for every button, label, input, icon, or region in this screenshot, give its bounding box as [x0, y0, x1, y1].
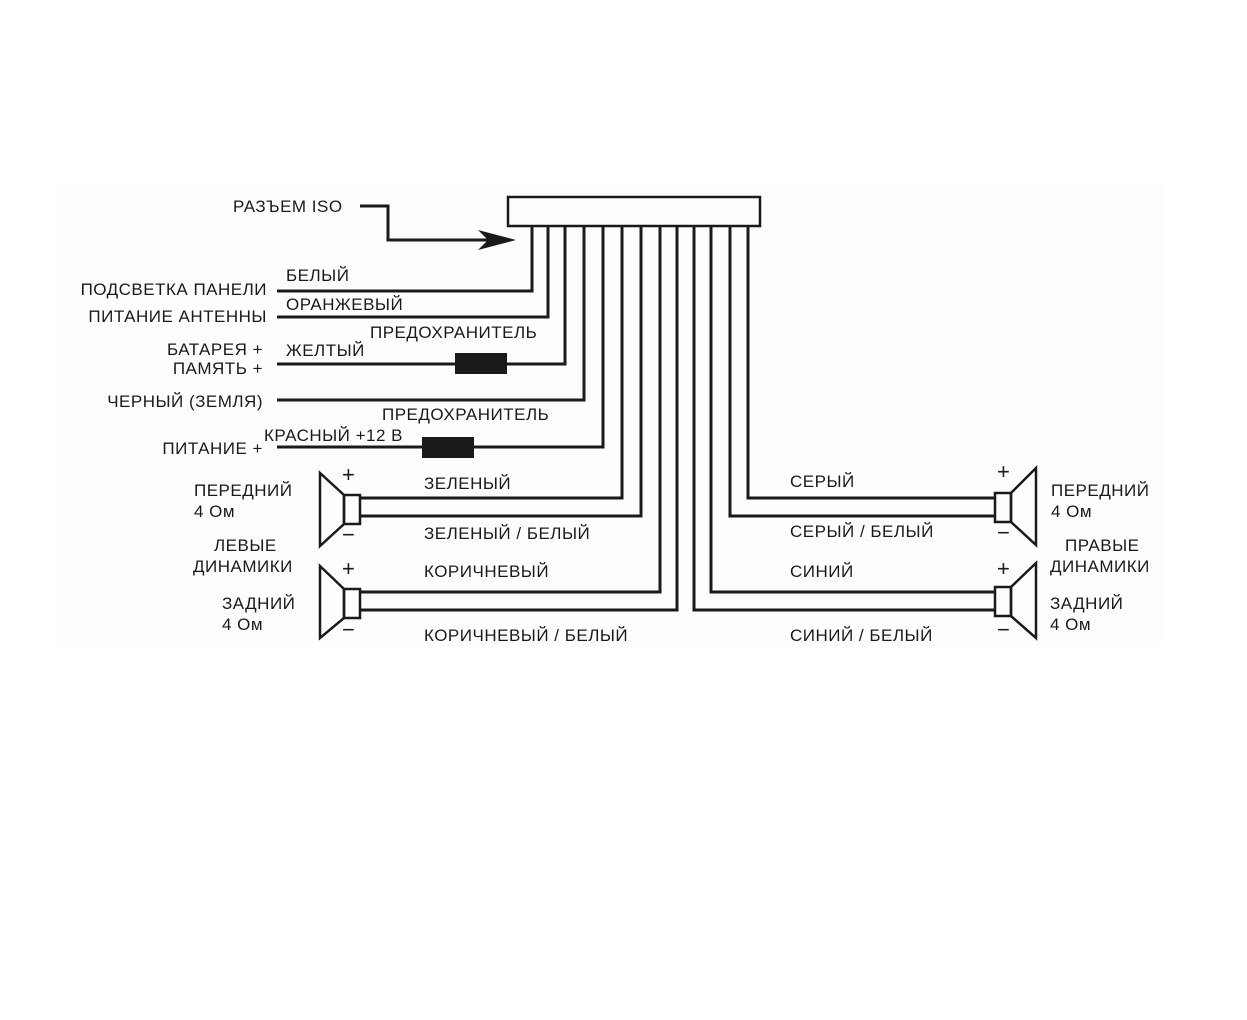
- wire-label-brown: КОРИЧНЕВЫЙ: [424, 562, 550, 581]
- polarity-minus: −: [997, 617, 1011, 642]
- wire-label-brown-white: КОРИЧНЕВЫЙ / БЕЛЫЙ: [424, 626, 629, 645]
- left-rear-label: ЗАДНИЙ: [222, 594, 296, 613]
- right-rear-label: ЗАДНИЙ: [1050, 594, 1124, 613]
- right-front-ohm: 4 Ом: [1051, 502, 1093, 521]
- wire-orange: [277, 226, 550, 319]
- diagram-background: [55, 185, 1162, 643]
- label-illumination: ПОДСВЕТКА ПАНЕЛИ: [80, 280, 267, 299]
- left-front-label: ПЕРЕДНИЙ: [194, 481, 293, 500]
- label-antenna: ПИТАНИЕ АНТЕННЫ: [88, 307, 267, 326]
- wire-label-green-white: ЗЕЛЕНЫЙ / БЕЛЫЙ: [424, 524, 591, 543]
- polarity-plus: +: [342, 556, 356, 581]
- left-rear-ohm: 4 Ом: [222, 615, 264, 634]
- wire-brown: [360, 226, 662, 594]
- wire-label-orange: ОРАНЖЕВЫЙ: [286, 295, 404, 314]
- right-group-label-1: ПРАВЫЕ: [1065, 536, 1140, 555]
- wire-blue: [709, 226, 995, 594]
- wire-label-gray: СЕРЫЙ: [790, 472, 855, 491]
- speaker-right-rear: [993, 560, 1038, 641]
- polarity-plus: +: [997, 459, 1011, 484]
- wire-label-white: БЕЛЫЙ: [286, 266, 350, 285]
- left-front-ohm: 4 Ом: [194, 502, 236, 521]
- fuse-label-2: ПРЕДОХРАНИТЕЛЬ: [382, 405, 550, 424]
- wire-gray-white: [728, 226, 995, 518]
- label-memory: ПАМЯТЬ +: [172, 359, 263, 378]
- iso-connector: [506, 195, 762, 228]
- wire-label-blue: СИНИЙ: [790, 562, 854, 581]
- arrow-head: [478, 230, 516, 250]
- polarity-plus: +: [997, 556, 1011, 581]
- fuse-battery: [455, 353, 507, 374]
- fuse-power: [422, 437, 474, 458]
- speaker-left-rear: [318, 563, 362, 641]
- right-front-label: ПЕРЕДНИЙ: [1051, 481, 1150, 500]
- wire-blue-white: [692, 226, 995, 612]
- speaker-right-front: [993, 464, 1038, 548]
- speaker-left-front: [318, 470, 362, 549]
- right-group-label-2: ДИНАМИКИ: [1050, 557, 1150, 576]
- polarity-minus: −: [997, 520, 1011, 545]
- iso-pointer-line: [360, 204, 490, 242]
- wire-green: [360, 226, 624, 500]
- wire-green-white: [360, 226, 643, 518]
- wire-label-yellow: ЖЕЛТЫЙ: [286, 341, 365, 360]
- wire-gray: [746, 226, 995, 500]
- wire-brown-white: [360, 226, 679, 612]
- iso-connector-label: РАЗЪЕМ ISO: [233, 197, 343, 216]
- wire-label-red: КРАСНЫЙ +12 В: [264, 426, 404, 445]
- left-group-label-2: ДИНАМИКИ: [193, 557, 293, 576]
- fuse-label-1: ПРЕДОХРАНИТЕЛЬ: [370, 323, 538, 342]
- wire-label-blue-white: СИНИЙ / БЕЛЫЙ: [790, 626, 933, 645]
- wire-label-green: ЗЕЛЕНЫЙ: [424, 474, 512, 493]
- wire-red: [277, 226, 605, 449]
- wire-label-gray-white: СЕРЫЙ / БЕЛЫЙ: [790, 522, 934, 541]
- polarity-plus: +: [342, 462, 356, 487]
- label-battery: БАТАРЕЯ +: [166, 340, 263, 359]
- label-ground: ЧЕРНЫЙ (ЗЕМЛЯ): [107, 392, 263, 411]
- wire-black: [277, 226, 586, 402]
- wire-yellow: [277, 226, 567, 366]
- wire-white: [277, 226, 534, 293]
- right-rear-ohm: 4 Ом: [1050, 615, 1092, 634]
- polarity-minus: −: [342, 522, 356, 547]
- left-group-label-1: ЛЕВЫЕ: [214, 536, 277, 555]
- polarity-minus: −: [342, 617, 356, 642]
- label-power: ПИТАНИЕ +: [162, 439, 263, 458]
